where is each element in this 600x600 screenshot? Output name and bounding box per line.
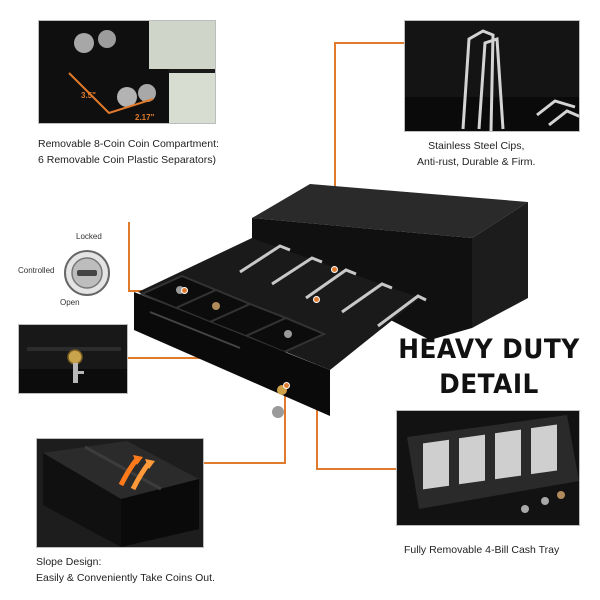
bill-clips: [239, 244, 427, 328]
coin: [284, 330, 292, 338]
callout-dot-clip: [331, 266, 338, 273]
leader-tray-h: [316, 468, 396, 470]
lock-label-controlled: Controlled: [18, 266, 55, 275]
drawer-cabinet-top: [252, 184, 528, 238]
steel-clips-line1: Stainless Steel Cips,: [428, 140, 525, 152]
leader-slope-h: [203, 462, 285, 464]
lock-label-locked: Locked: [76, 232, 102, 241]
headline: HEAVY DUTY DETAIL: [387, 332, 591, 402]
slope-design-line2: Easily & Conveniently Take Coins Out.: [36, 572, 215, 584]
slope-design-caption: Slope Design: Easily & Conveniently Take…: [36, 554, 215, 586]
dimension-width: 2.17": [135, 113, 155, 122]
lock-cylinder-icon: [64, 250, 110, 296]
headline-line1: HEAVY DUTY: [398, 334, 580, 365]
slope-design-line1: Slope Design:: [36, 556, 102, 568]
drawer-cabinet-side: [472, 202, 528, 328]
lock-diagram: Locked Controlled Open: [18, 232, 118, 310]
callout-dot-tray: [313, 296, 320, 303]
lock-label-open: Open: [60, 298, 80, 307]
coin-compartment-line2: 6 Removable Coin Plastic Separators): [38, 154, 216, 166]
leader-clip-v: [334, 42, 336, 272]
coin-compartment-caption: Removable 8-Coin Coin Compartment: 6 Rem…: [38, 136, 219, 168]
drawer-front-panel: [134, 292, 330, 416]
callout-dot-coin: [181, 287, 188, 294]
key-lock-photo: [18, 324, 128, 394]
cash-drawer-illustration: [134, 184, 528, 418]
coin-compartment-line1: Removable 8-Coin Coin Compartment:: [38, 138, 219, 150]
coin-compartment-photo: 3.5" 2.17": [38, 20, 216, 124]
callout-dot-lock: [283, 382, 290, 389]
bill-tray-caption: Fully Removable 4-Bill Cash Tray: [404, 542, 559, 558]
coin: [212, 302, 220, 310]
dimension-depth: 3.5": [81, 91, 96, 100]
headline-line2: DETAIL: [439, 369, 539, 400]
bill-tray-line1: Fully Removable 4-Bill Cash Tray: [404, 544, 560, 556]
bill-tray-photo: [396, 410, 580, 526]
leader-coin-v: [128, 222, 130, 292]
leader-slope-v: [284, 394, 286, 464]
steel-clips-photo: [404, 20, 580, 132]
leader-clip-h: [334, 42, 404, 44]
drawer-tray: [138, 238, 420, 370]
steel-clips-caption: Stainless Steel Cips, Anti-rust, Durable…: [417, 138, 535, 170]
steel-clips-line2: Anti-rust, Durable & Firm.: [417, 156, 536, 168]
slope-design-photo: [36, 438, 204, 548]
